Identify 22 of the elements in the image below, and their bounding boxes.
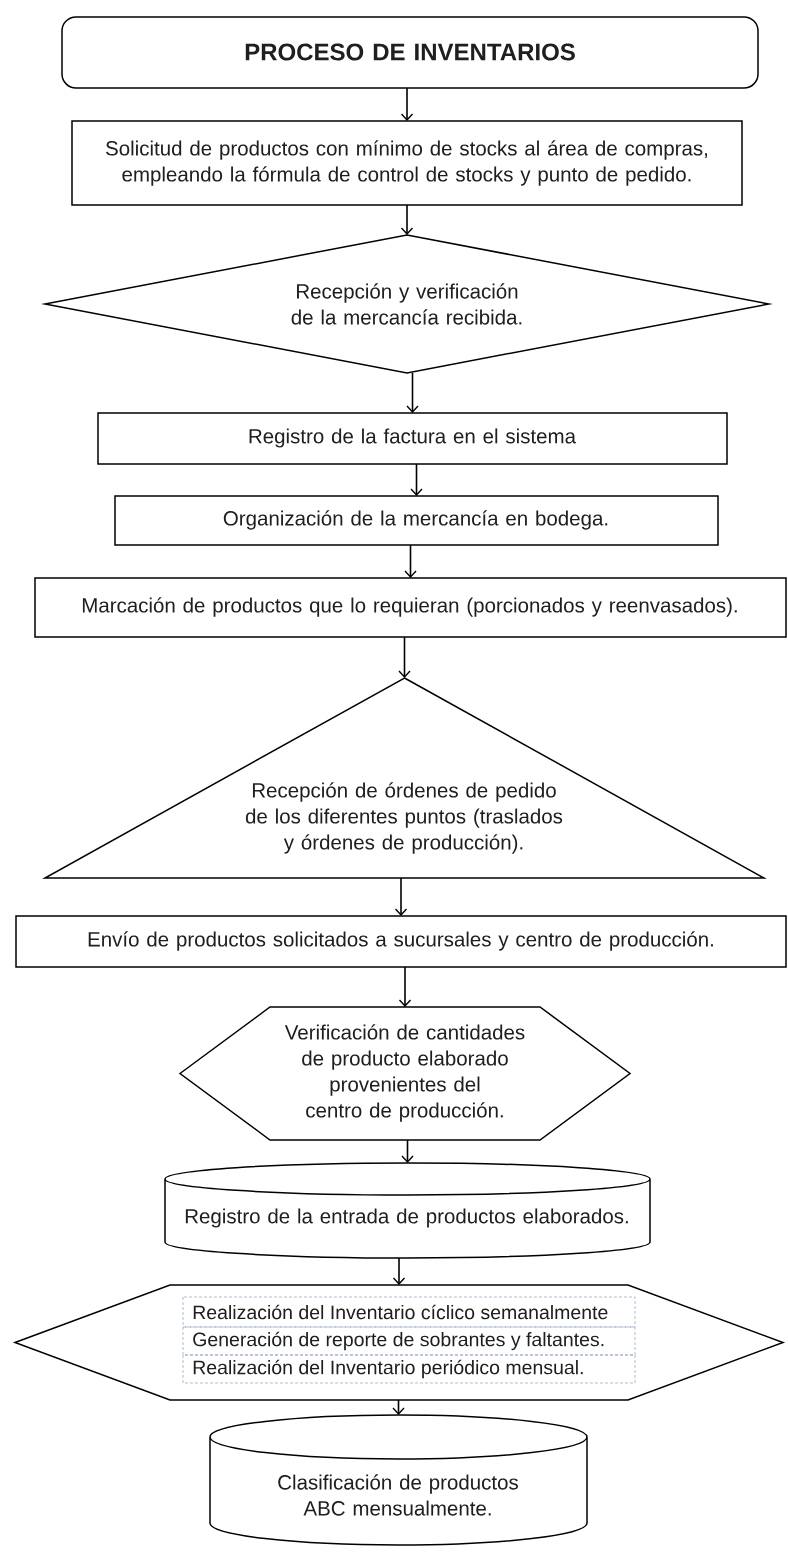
database-cylinder: Registro de la entrada de productos elaborados. [164,1162,651,1259]
process-box: Solicitud de productos con mínimo de stocks al área de compras, empleando la fórmula de control de stocks y punto de pedido. [71,120,743,206]
process-box: Registro de la factura en el sistema [97,412,728,465]
arrow [398,636,411,678]
terminator-box: PROCESO DE INVENTARIOS [61,16,759,89]
dashed-row-box: Realización del Inventario cíclico semanalmente [182,1296,636,1328]
dashed-row-box: Realización del Inventario periódico mensual. [182,1354,636,1384]
process-box: Organización de la mercancía en bodega. [114,495,719,546]
arrow [400,87,414,121]
process-box: Marcación de productos que lo requieran (porcionados y reenvasados). [34,577,787,638]
process-box: Envío de productos solicitados a sucursales y centro de producción. [15,915,787,968]
dashed-row-box: Generación de reporte de sobrantes y faltantes. [182,1326,636,1356]
arrow [406,372,419,413]
arrow [394,877,408,916]
arrow [404,544,417,578]
database-cylinder: Clasificación de productos ABC mensualmente. [209,1414,588,1546]
arrow [410,463,423,496]
arrow [392,1257,406,1285]
arrow [392,1399,405,1415]
arrow [398,966,412,1007]
arrow [401,1139,414,1163]
arrow [400,204,414,235]
